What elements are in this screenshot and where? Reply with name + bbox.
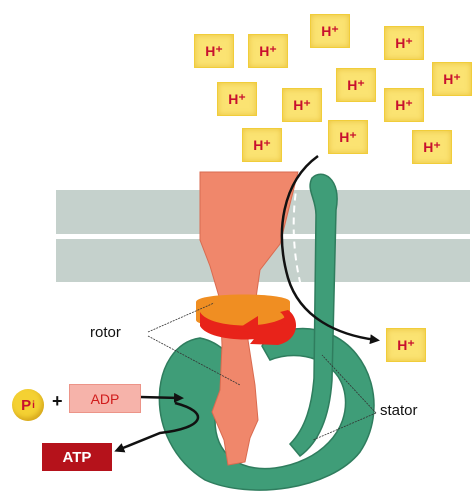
phosphate-subscript: i <box>32 400 35 411</box>
proton: H⁺ <box>282 88 322 122</box>
proton: H⁺ <box>384 88 424 122</box>
proton: H⁺ <box>384 26 424 60</box>
proton: H⁺ <box>432 62 472 96</box>
rotor-label: rotor <box>90 324 121 341</box>
proton: H⁺ <box>242 128 282 162</box>
proton: H⁺ <box>248 34 288 68</box>
plus-sign: + <box>52 391 63 412</box>
stator-label: stator <box>380 402 418 419</box>
atp-box: ATP <box>42 443 112 471</box>
phosphate-symbol: P <box>21 397 31 414</box>
released-proton: H⁺ <box>386 328 426 362</box>
proton: H⁺ <box>412 130 452 164</box>
proton: H⁺ <box>217 82 257 116</box>
proton: H⁺ <box>328 120 368 154</box>
adp-input-arrow <box>140 397 180 398</box>
proton: H⁺ <box>336 68 376 102</box>
adp-box: ADP <box>69 384 141 413</box>
proton: H⁺ <box>310 14 350 48</box>
proton: H⁺ <box>194 34 234 68</box>
